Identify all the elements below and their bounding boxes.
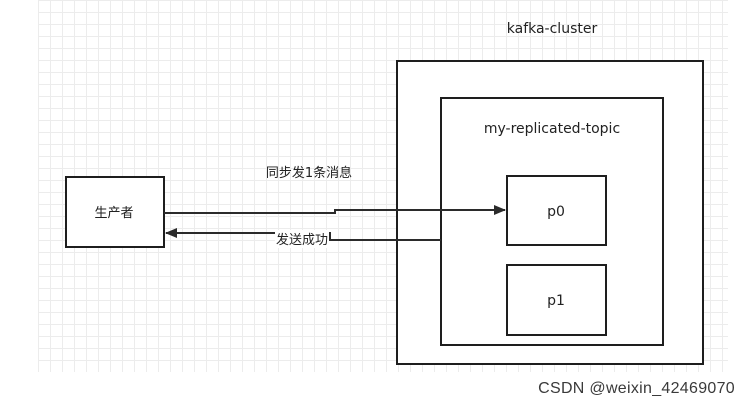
producer-box bbox=[65, 176, 165, 248]
watermark-text: CSDN @weixin_42469070 bbox=[538, 380, 735, 397]
send-arrow bbox=[164, 205, 506, 215]
ack-edge-label: 发送成功 bbox=[276, 232, 328, 248]
producer-label: 生产者 bbox=[94, 206, 133, 221]
topic-label: my-replicated-topic bbox=[484, 121, 620, 137]
send-edge-label: 同步发1条消息 bbox=[266, 165, 352, 181]
partition-p0-box bbox=[506, 175, 607, 246]
ack-arrow bbox=[165, 228, 441, 241]
cluster-label: kafka-cluster bbox=[507, 21, 598, 37]
partition-p0-label: p0 bbox=[547, 204, 565, 220]
partition-p1-label: p1 bbox=[547, 293, 565, 309]
partition-p1-box bbox=[506, 264, 607, 336]
ack-label-backdrop bbox=[275, 230, 329, 248]
